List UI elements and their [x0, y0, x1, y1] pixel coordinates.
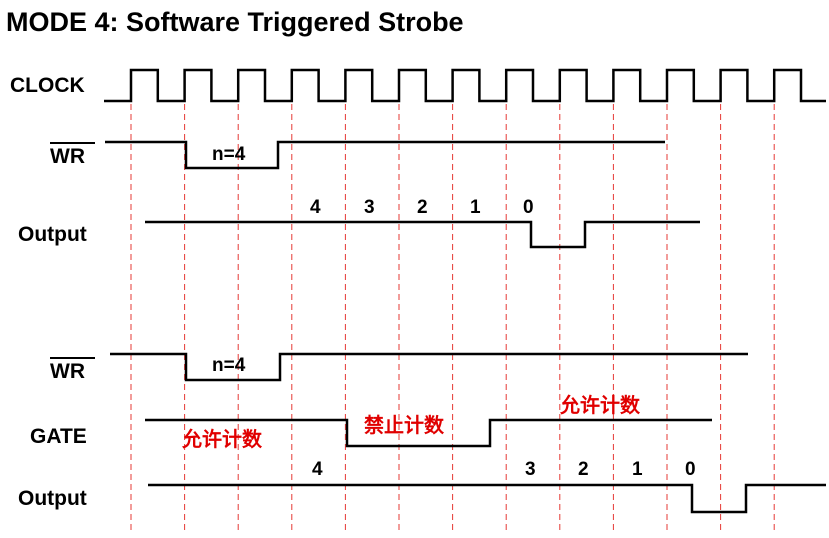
count-top-4: 4	[310, 197, 321, 218]
output-bottom-waveform	[148, 483, 826, 514]
wr-bottom-waveform	[110, 352, 748, 382]
wr-top-label: WR	[50, 145, 85, 168]
count-bottom-1: 1	[632, 459, 643, 480]
count-bottom-0: 0	[685, 459, 696, 480]
count-bottom-3: 3	[525, 459, 536, 480]
count-top-2: 2	[417, 197, 428, 218]
count-top-0: 0	[523, 197, 534, 218]
count-top-3: 3	[364, 197, 375, 218]
output-bottom-label: Output	[18, 487, 87, 510]
count-bottom-2: 2	[578, 459, 589, 480]
clock-label: CLOCK	[10, 74, 85, 97]
diagram-title: MODE 4: Software Triggered Strobe	[6, 7, 464, 37]
count-top-1: 1	[470, 197, 481, 218]
output-top-label: Output	[18, 223, 87, 246]
gate-disable-label: 禁止计数	[364, 413, 445, 437]
clock-guide-lines	[130, 104, 775, 534]
output-top-waveform	[145, 220, 700, 249]
clock-waveform	[104, 68, 826, 103]
wr-bottom-label: WR	[50, 360, 85, 383]
wr-top-waveform	[105, 140, 665, 170]
gate-waveform	[145, 418, 712, 448]
count-bottom-4: 4	[312, 459, 323, 480]
gate-label: GATE	[30, 425, 87, 448]
n-value-bottom: n=4	[212, 355, 246, 376]
n-value-top: n=4	[212, 144, 246, 165]
gate-enable-label-1: 允许计数	[181, 427, 263, 451]
gate-enable-label-2: 允许计数	[559, 393, 641, 417]
